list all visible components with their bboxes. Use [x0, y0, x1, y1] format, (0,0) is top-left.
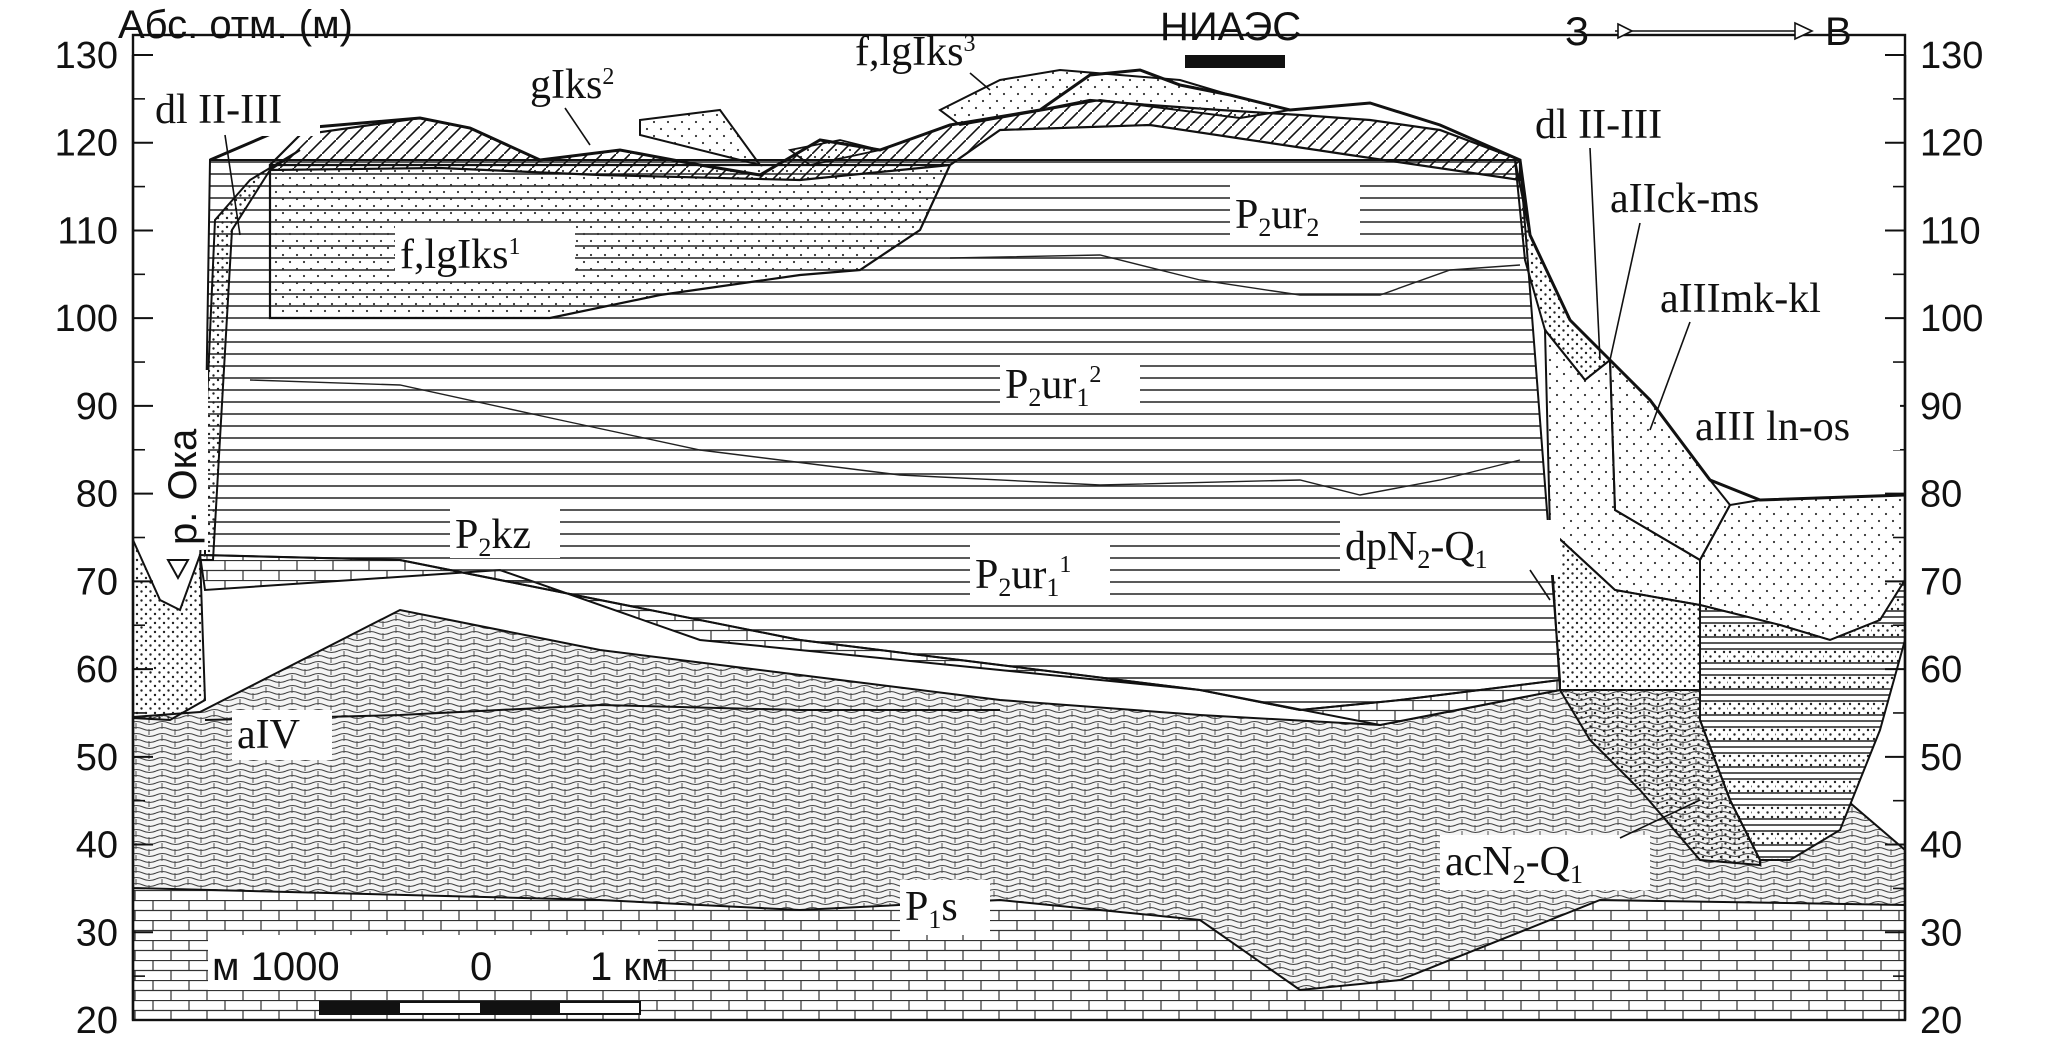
- tick-label-left: 70: [76, 561, 118, 603]
- tick-label-right: 130: [1920, 35, 1983, 77]
- tick-label-right: 100: [1920, 298, 1983, 340]
- unit-aiv: aIV: [237, 712, 300, 758]
- water-level-icon: [166, 559, 190, 581]
- tick-label-left: 130: [55, 35, 118, 77]
- tick-label-left: 20: [76, 1000, 118, 1039]
- scale-bar-zero-label: 0: [470, 945, 492, 989]
- unit-p2kz: P2kz: [455, 512, 531, 562]
- tick-label-left: 60: [76, 649, 118, 691]
- tick-label-right: 60: [1920, 649, 1962, 691]
- tick-label-right: 70: [1920, 561, 1962, 603]
- tick-label-right: 50: [1920, 737, 1962, 779]
- west-label: З: [1565, 10, 1589, 54]
- scale-bar-right-label: 1 км: [590, 945, 668, 989]
- tick-label-left: 90: [76, 386, 118, 428]
- site-label: НИАЭС: [1160, 5, 1301, 49]
- site-marker: [1185, 55, 1285, 68]
- tick-label-left: 120: [55, 123, 118, 165]
- tick-label-right: 40: [1920, 825, 1962, 867]
- unit-dl-right: dl II-III: [1535, 102, 1662, 148]
- unit-p2ur1-1: P2ur11: [975, 552, 1071, 602]
- unit-aiick: aIIck-ms: [1610, 176, 1759, 222]
- unit-glks2: gIks2: [530, 62, 614, 108]
- unit-aiiiln: aIII ln-os: [1695, 404, 1850, 450]
- unit-aiiimk: aIIImk-kl: [1660, 276, 1821, 322]
- tick-label-left: 100: [55, 298, 118, 340]
- tick-label-right: 30: [1920, 912, 1962, 954]
- river-marker: р. Ока: [158, 370, 208, 581]
- unit-dpn2: dpN2-Q1: [1345, 524, 1488, 574]
- scale-bar-left-label: м 1000: [212, 945, 340, 989]
- unit-p2ur2: P2ur2: [1235, 192, 1319, 242]
- tick-label-right: 120: [1920, 123, 1983, 165]
- unit-flglks1: f,lgIks1: [400, 232, 521, 278]
- tick-label-left: 30: [76, 912, 118, 954]
- unit-p1s: P1s: [905, 884, 958, 934]
- unit-p2ur1-2: P2ur12: [1005, 362, 1101, 412]
- tick-label-left: 110: [57, 210, 118, 252]
- tick-label-left: 50: [76, 737, 118, 779]
- east-label: В: [1825, 10, 1852, 54]
- tick-label-right: 110: [1920, 210, 1981, 252]
- tick-label-right: 80: [1920, 474, 1962, 516]
- tick-label-right: 90: [1920, 386, 1962, 428]
- tick-label-left: 80: [76, 474, 118, 516]
- axis-title: Абс. отм. (м): [118, 3, 353, 47]
- tick-label-right: 20: [1920, 1000, 1962, 1039]
- unit-dl-left: dl II-III: [155, 87, 282, 133]
- unit-flglks3: f,lgIks3: [855, 29, 976, 75]
- tick-label-left: 40: [76, 825, 118, 867]
- axis-ticks: 130 130 120 120 110 110 100 100 90 90 80 80 70 70 60 60…: [55, 35, 1984, 1039]
- river-label: р. Ока: [161, 428, 205, 545]
- direction-arrow-icon: [1615, 21, 1814, 41]
- unit-acn2: acN2-Q1: [1445, 839, 1583, 889]
- scale-bar: м 1000 0 1 км: [208, 935, 668, 1015]
